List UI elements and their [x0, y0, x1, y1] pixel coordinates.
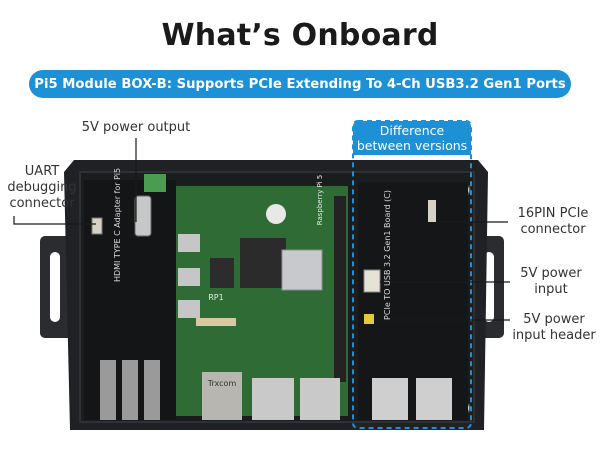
subtitle-text: Pi5 Module BOX-B: Supports PCIe Extendin… — [34, 76, 566, 92]
uart-line-2: debugging — [7, 180, 77, 195]
eth-label: Trxcom — [207, 379, 237, 388]
fpc-strip — [196, 318, 236, 326]
uart-label: UART debugging connector — [0, 164, 84, 212]
difference-line-2: between versions — [356, 138, 468, 153]
left-ear-slot — [50, 252, 60, 322]
pcie-board-label: PCIe TO USB 3.2 Gen1 Board (C) — [383, 190, 392, 320]
pi5-soc — [281, 249, 323, 291]
subtitle-banner: Pi5 Module BOX-B: Supports PCIe Extendin… — [29, 70, 571, 98]
pi5-ethernet — [202, 372, 242, 420]
uart-line-3: connector — [9, 196, 75, 211]
adapter-terminal — [144, 174, 166, 192]
power-input-header — [364, 314, 374, 324]
usb-stack-1 — [372, 378, 408, 420]
hdmi-port-1 — [100, 360, 116, 420]
hdmi-port-2 — [122, 360, 138, 420]
power-header-line-2: input header — [512, 328, 596, 343]
power-input-label: 5V power input — [512, 266, 590, 298]
pi5-usb-2 — [300, 378, 340, 420]
power-input-connector — [363, 269, 381, 293]
pcie-line-2: connector — [520, 222, 586, 237]
micro-hdmi-1 — [178, 234, 200, 252]
adapter-usbc — [134, 195, 152, 237]
difference-line-1: Difference — [379, 123, 445, 138]
pi5-gpio-header — [334, 196, 346, 382]
page-title: What’s Onboard — [161, 18, 439, 53]
usb-stack-2 — [416, 378, 452, 420]
power-output-label: 5V power output — [70, 120, 202, 136]
hdmi-port-3 — [144, 360, 160, 420]
pcie-16pin-connector — [428, 200, 436, 222]
power-output-text: 5V power output — [81, 120, 191, 135]
raspberry-logo — [266, 204, 286, 224]
rp1-label: RP1 — [208, 293, 224, 302]
micro-hdmi-3 — [178, 300, 200, 318]
micro-hdmi-2 — [178, 268, 200, 286]
uart-leader — [13, 216, 96, 225]
pcie-line-1: 16PIN PCIe — [517, 206, 589, 221]
power-input-line-1: 5V power — [520, 266, 582, 281]
pi5-ram-chip — [240, 238, 286, 288]
power-header-line-1: 5V power — [523, 312, 585, 327]
pi5-rp1-chip — [210, 258, 234, 288]
power-input-line-2: input — [534, 282, 568, 297]
pi5-usb-1 — [252, 378, 294, 420]
difference-badge: Difference between versions — [353, 121, 471, 155]
pcie-connector-label: 16PIN PCIe connector — [510, 206, 596, 238]
pi-label: Raspberry Pi 5 — [316, 174, 324, 226]
adapter-label: HDMI TYPE C Adapter for Pi5 — [113, 167, 122, 283]
power-header-label: 5V power input header — [510, 312, 598, 344]
uart-line-1: UART — [24, 164, 60, 179]
right-ear-slot — [484, 252, 494, 322]
adapter-connector — [91, 217, 103, 235]
